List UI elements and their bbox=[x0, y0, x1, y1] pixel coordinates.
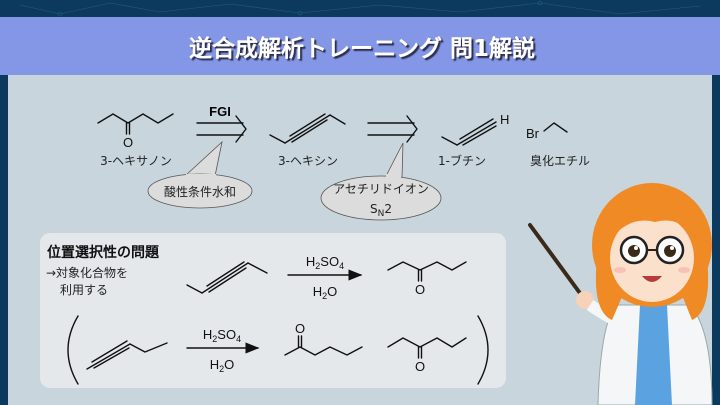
molecule-3-hexanone: O bbox=[97, 113, 174, 150]
oxygen-atom: O bbox=[123, 135, 133, 150]
bromine-atom: Br bbox=[526, 126, 540, 141]
regioselectivity-box bbox=[40, 233, 506, 388]
label-1-butyne: 1-ブチン bbox=[438, 153, 486, 168]
title-bar bbox=[0, 17, 720, 75]
note-line2: 利用する bbox=[60, 283, 108, 297]
reaction1-reagent-h2o: H2O bbox=[313, 284, 338, 301]
callout-acetylide-sn2: アセチリドイオン SN2 bbox=[320, 142, 442, 221]
reaction2-reagent-h2o: H2O bbox=[210, 357, 235, 374]
pointer-stick bbox=[528, 223, 587, 302]
oxygen-atom: O bbox=[295, 321, 305, 336]
callout2-line1: アセチリドイオン bbox=[333, 182, 429, 196]
reaction2-product-2-hexanone: O bbox=[284, 321, 363, 356]
network-decoration bbox=[19, 0, 701, 17]
oxygen-atom: O bbox=[415, 282, 425, 297]
left-parenthesis bbox=[67, 315, 79, 385]
hydrogen-atom: H bbox=[500, 112, 509, 127]
right-parenthesis bbox=[477, 315, 489, 385]
regioselectivity-heading: 位置選択性の問題 bbox=[47, 244, 160, 261]
reaction1-reactant-3-hexyne bbox=[186, 261, 268, 294]
reaction2-reagent-h2so4: H2SO4 bbox=[203, 327, 241, 344]
fgi-label: FGI bbox=[209, 104, 231, 119]
teacher-illustration bbox=[528, 183, 713, 405]
molecule-ethyl-bromide: Br bbox=[526, 122, 568, 141]
reaction1-product-3-hexanone: O bbox=[387, 261, 467, 297]
molecule-1-butyne: H bbox=[441, 112, 509, 146]
callout-acidic-hydration: 酸性条件水和 bbox=[147, 140, 253, 209]
molecule-3-hexyne bbox=[269, 113, 346, 144]
label-ethyl-bromide: 臭化エチル bbox=[530, 153, 590, 168]
reaction1-reagent-h2so4: H2SO4 bbox=[306, 254, 344, 271]
callout2-sn2: SN2 bbox=[370, 202, 392, 219]
reaction2-product-3-hexanone: O bbox=[387, 337, 467, 374]
label-3-hexyne: 3-ヘキシン bbox=[278, 154, 338, 168]
retro-arrow-fgi bbox=[196, 115, 247, 143]
retro-arrow-disconnection bbox=[367, 115, 418, 143]
label-3-hexanone: 3-ヘキサノン bbox=[100, 154, 172, 168]
note-line1: →対象化合物を bbox=[46, 265, 128, 280]
slide-title: 逆合成解析トレーニング 問1解説 bbox=[189, 35, 535, 62]
callout1-text: 酸性条件水和 bbox=[164, 184, 236, 199]
reaction2-reactant-2-hexyne bbox=[86, 340, 168, 370]
oxygen-atom: O bbox=[415, 359, 425, 374]
